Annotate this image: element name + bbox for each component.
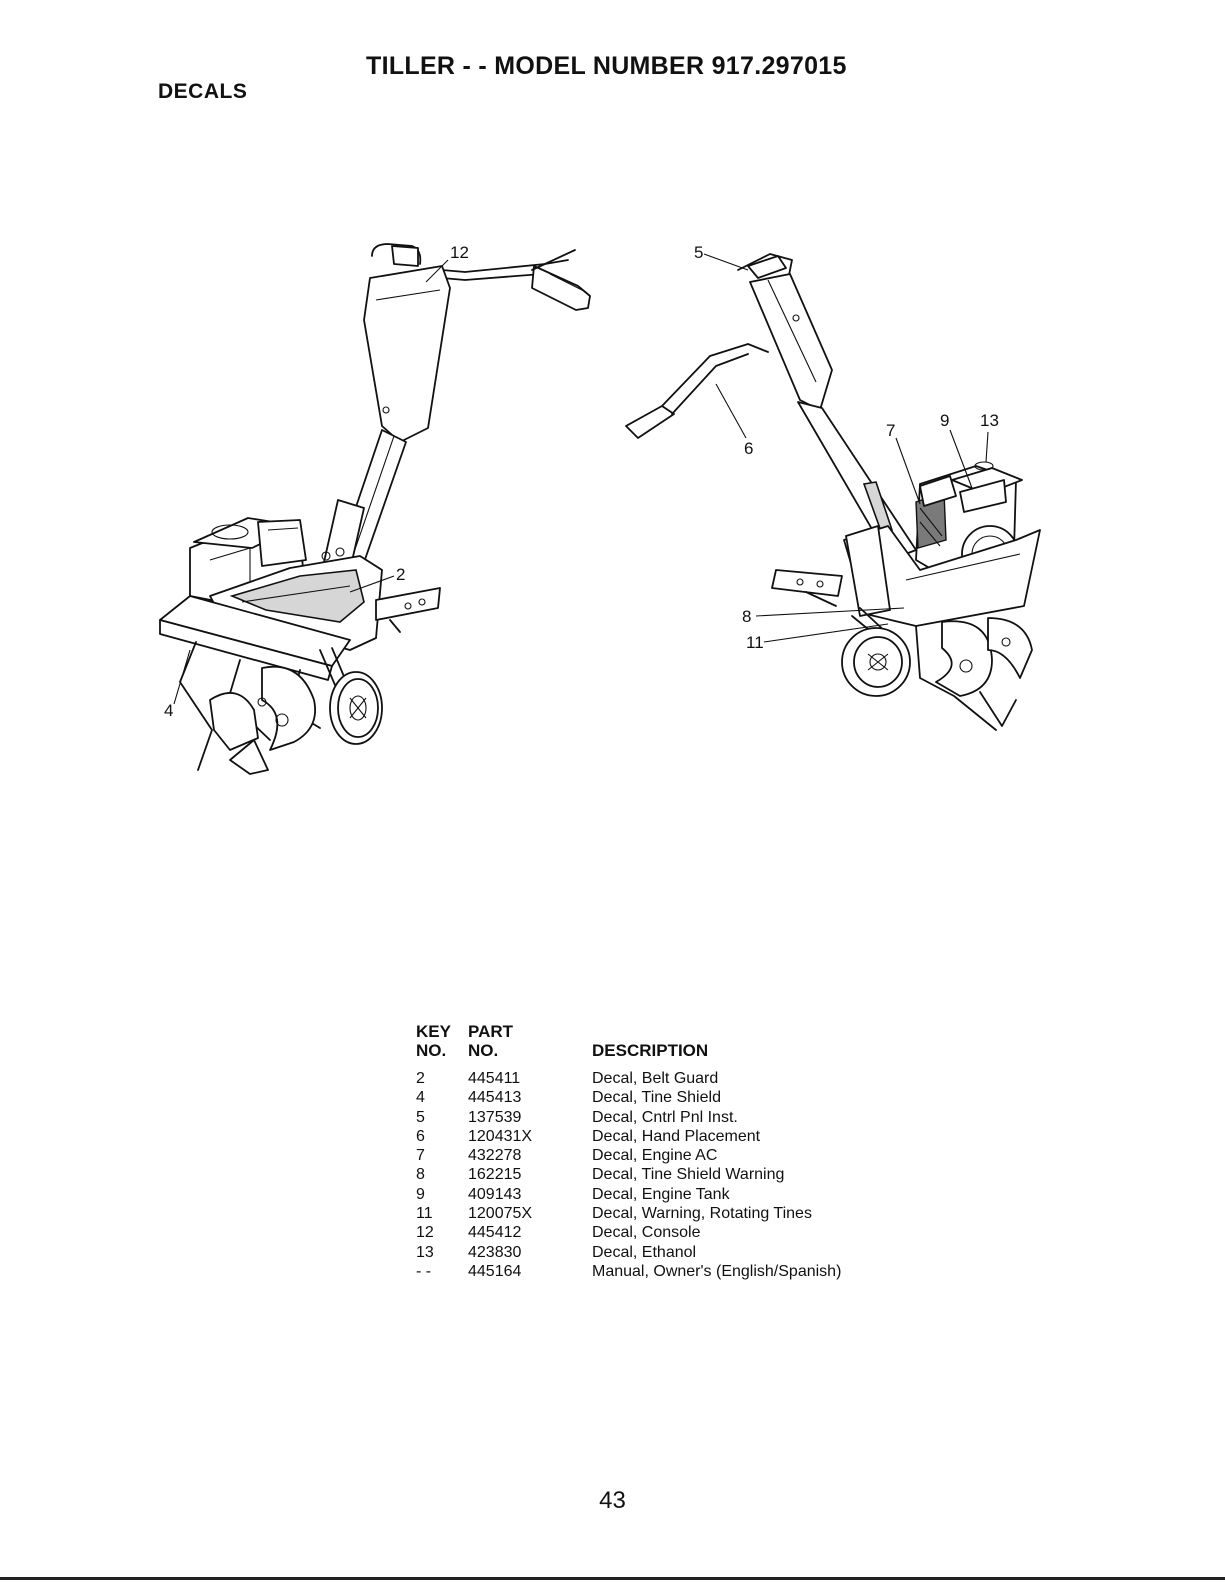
header-key: KEY bbox=[416, 1022, 451, 1041]
table-header-row-2: NO. NO. DESCRIPTION bbox=[416, 1041, 841, 1069]
part-no: 120431X bbox=[468, 1127, 533, 1145]
table-row: 12 445412 Decal, Console bbox=[416, 1223, 841, 1242]
table-row: 11 120075X Decal, Warning, Rotating Tine… bbox=[416, 1204, 841, 1223]
part-no: 445412 bbox=[468, 1224, 522, 1242]
callout-7: 7 bbox=[886, 421, 895, 440]
table-row: 13 423830 Decal, Ethanol bbox=[416, 1243, 841, 1262]
callout-2: 2 bbox=[396, 565, 405, 584]
parts-table: KEY PART NO. NO. DESCRIPTION 2 445411 De… bbox=[416, 1022, 841, 1281]
part-no: 120075X bbox=[468, 1205, 533, 1223]
key-no: 7 bbox=[416, 1147, 425, 1165]
description: Decal, Belt Guard bbox=[592, 1070, 719, 1087]
callout-5: 5 bbox=[694, 243, 703, 262]
header-part-no: NO. bbox=[468, 1041, 499, 1060]
header-key-no: NO. bbox=[416, 1041, 447, 1060]
callout-8: 8 bbox=[742, 607, 751, 626]
tiller-illustration-right: 5 6 7 9 13 8 11 bbox=[625, 243, 1041, 731]
part-no: 162215 bbox=[468, 1166, 522, 1184]
callout-9: 9 bbox=[940, 411, 949, 430]
table-row: - - 445164 Manual, Owner's (English/Span… bbox=[416, 1262, 841, 1281]
key-no: 11 bbox=[416, 1205, 433, 1223]
page-number: 43 bbox=[599, 1487, 626, 1514]
tiller-illustration-left: 12 2 4 bbox=[159, 243, 591, 775]
part-no: 445164 bbox=[468, 1262, 522, 1280]
table-row: 9 409143 Decal, Engine Tank bbox=[416, 1185, 841, 1204]
callout-4: 4 bbox=[164, 701, 173, 720]
key-no: 5 bbox=[416, 1108, 425, 1126]
page-title: TILLER - - MODEL NUMBER 917.297015 bbox=[366, 52, 847, 80]
key-no: 12 bbox=[416, 1224, 434, 1242]
callout-13: 13 bbox=[980, 411, 999, 430]
key-no: 8 bbox=[416, 1166, 425, 1184]
part-no: 445411 bbox=[468, 1070, 521, 1087]
description: Decal, Hand Placement bbox=[592, 1127, 761, 1145]
part-no: 423830 bbox=[468, 1243, 522, 1261]
bottom-rule bbox=[0, 1577, 1225, 1580]
table-header-row-1: KEY PART bbox=[416, 1022, 841, 1041]
table-row: 7 432278 Decal, Engine AC bbox=[416, 1146, 841, 1165]
key-no: 2 bbox=[416, 1070, 425, 1087]
table-row: 4 445413 Decal, Tine Shield bbox=[416, 1088, 841, 1107]
part-no: 137539 bbox=[468, 1108, 522, 1126]
description: Manual, Owner's (English/Spanish) bbox=[592, 1262, 842, 1280]
header-description: DESCRIPTION bbox=[592, 1041, 709, 1060]
key-no: 6 bbox=[416, 1127, 425, 1145]
part-no: 445413 bbox=[468, 1089, 522, 1107]
description: Decal, Warning, Rotating Tines bbox=[592, 1205, 812, 1223]
description: Decal, Engine AC bbox=[592, 1147, 718, 1165]
key-no: 4 bbox=[416, 1089, 425, 1107]
description: Decal, Ethanol bbox=[592, 1243, 697, 1261]
table-row: 5 137539 Decal, Cntrl Pnl Inst. bbox=[416, 1108, 841, 1127]
description: Decal, Engine Tank bbox=[592, 1185, 730, 1203]
description: Decal, Tine Shield bbox=[592, 1089, 721, 1107]
callout-11: 11 bbox=[746, 633, 764, 652]
key-no: - - bbox=[416, 1262, 432, 1280]
callout-12: 12 bbox=[450, 243, 469, 262]
description: Decal, Tine Shield Warning bbox=[592, 1166, 785, 1184]
header-part: PART bbox=[468, 1022, 514, 1041]
part-no: 432278 bbox=[468, 1147, 522, 1165]
key-no: 9 bbox=[416, 1185, 425, 1203]
part-no: 409143 bbox=[468, 1185, 522, 1203]
header-blank bbox=[592, 1022, 841, 1041]
key-no: 13 bbox=[416, 1243, 434, 1261]
table-row: 2 445411 Decal, Belt Guard bbox=[416, 1069, 841, 1088]
section-title: DECALS bbox=[158, 80, 248, 103]
description: Decal, Console bbox=[592, 1224, 701, 1242]
description: Decal, Cntrl Pnl Inst. bbox=[592, 1108, 738, 1126]
table-row: 8 162215 Decal, Tine Shield Warning bbox=[416, 1165, 841, 1184]
callout-6: 6 bbox=[744, 439, 753, 458]
table-row: 6 120431X Decal, Hand Placement bbox=[416, 1127, 841, 1146]
